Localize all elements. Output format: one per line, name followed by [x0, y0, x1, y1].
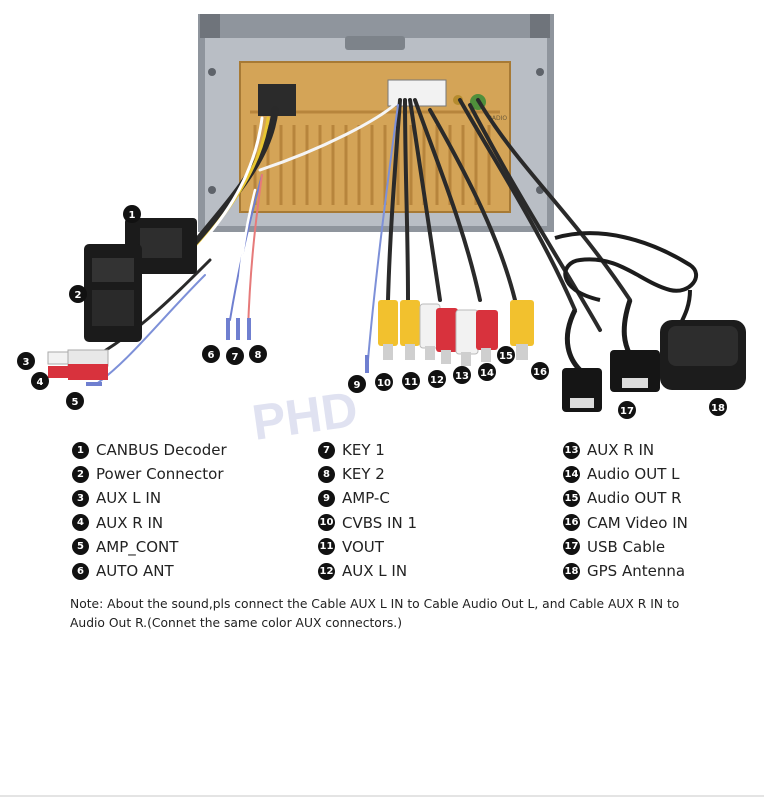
- callout-13: 13: [455, 371, 469, 382]
- small-wire-ends: [86, 318, 369, 386]
- canbus-decoder: [125, 218, 197, 274]
- callout-9: 9: [354, 380, 361, 391]
- legend-number: 2: [72, 465, 89, 483]
- legend-item: 15 Audio OUT R: [563, 486, 688, 510]
- callout-4: 4: [37, 377, 44, 388]
- legend-number: 11: [318, 538, 335, 556]
- callout-2: 2: [75, 290, 82, 301]
- legend-label: CAM Video IN: [587, 513, 688, 532]
- legend-label: AMP_CONT: [96, 537, 179, 556]
- legend-label: AUX R IN: [96, 513, 164, 532]
- legend-number: 6: [72, 562, 89, 580]
- legend-number: 8: [318, 465, 335, 483]
- callout-3: 3: [23, 357, 30, 368]
- legend-number: 3: [72, 489, 89, 507]
- callout-badges: 1 2 3 4 5 6 7 8 9 10 11 12 13 14 15 16 1…: [17, 205, 727, 419]
- legend-label: AMP-C: [342, 489, 390, 508]
- legend-item: 17 USB Cable: [563, 535, 688, 559]
- legend-item: 6 AUTO ANT: [72, 559, 227, 583]
- legend-item: 14 Audio OUT L: [563, 462, 688, 486]
- callout-10: 10: [377, 378, 391, 389]
- callout-5: 5: [72, 397, 79, 408]
- legend-label: USB Cable: [587, 537, 666, 556]
- legend-item: 11 VOUT: [318, 535, 417, 559]
- legend-column-1: 1 CANBUS Decoder 2 Power Connector 3 AUX L …: [72, 438, 227, 583]
- legend-number: 17: [563, 538, 580, 556]
- legend-number: 13: [563, 441, 580, 459]
- legend-label: VOUT: [342, 537, 384, 556]
- legend-item: 5 AMP_CONT: [72, 535, 227, 559]
- legend-item: 16 CAM Video IN: [563, 511, 688, 535]
- legend-number: 5: [72, 538, 89, 556]
- legend-number: 15: [563, 489, 580, 507]
- legend-label: CVBS IN 1: [342, 513, 418, 532]
- bottom-divider: [0, 795, 764, 797]
- legend-number: 4: [72, 514, 89, 532]
- callout-18: 18: [711, 403, 725, 414]
- legend-label: GPS Antenna: [587, 562, 686, 581]
- legend-label: AUX L IN: [96, 489, 162, 508]
- power-connector: [84, 244, 142, 342]
- legend-label: Audio OUT L: [587, 465, 680, 484]
- usb-cables: [562, 299, 660, 412]
- rca-plugs: [378, 300, 534, 366]
- legend-number: 12: [318, 562, 335, 580]
- callout-8: 8: [255, 350, 262, 361]
- gps-antenna: [554, 231, 746, 390]
- callout-14: 14: [480, 368, 494, 379]
- legend-item: 4 AUX R IN: [72, 511, 227, 535]
- legend-item: 18 GPS Antenna: [563, 559, 688, 583]
- legend-item: 13 AUX R IN: [563, 438, 688, 462]
- callout-1: 1: [129, 210, 136, 221]
- aux-in-plugs: [47, 349, 109, 380]
- wiring-diagram: RADIO: [17, 14, 746, 419]
- legend-number: 10: [318, 514, 335, 532]
- callout-6: 6: [208, 350, 215, 361]
- legend-number: 1: [72, 441, 89, 459]
- callout-16: 16: [533, 367, 547, 378]
- panel-print: RADIO: [488, 115, 507, 122]
- legend-number: 18: [563, 562, 580, 580]
- callout-17: 17: [620, 406, 634, 417]
- legend-label: KEY 2: [342, 465, 385, 484]
- legend-label: AUX R IN: [587, 441, 655, 460]
- legend-item: 3 AUX L IN: [72, 486, 227, 510]
- legend-item: 10 CVBS IN 1: [318, 511, 417, 535]
- callout-12: 12: [430, 375, 444, 386]
- legend-label: KEY 1: [342, 441, 385, 460]
- legend-label: AUTO ANT: [96, 562, 174, 581]
- legend-column-3: 13 AUX R IN 14 Audio OUT L 15 Audio OUT R 1…: [563, 438, 688, 583]
- legend-item: 7 KEY 1: [318, 438, 417, 462]
- legend-label: CANBUS Decoder: [96, 441, 227, 460]
- legend-label: Audio OUT R: [587, 489, 682, 508]
- legend-item: 9 AMP-C: [318, 486, 417, 510]
- legend-number: 7: [318, 441, 335, 459]
- callout-15: 15: [499, 351, 513, 362]
- legend-item: 2 Power Connector: [72, 462, 227, 486]
- callout-11: 11: [404, 377, 418, 388]
- legend-number: 9: [318, 489, 335, 507]
- legend-number: 14: [563, 465, 580, 483]
- legend-item: 12 AUX L IN: [318, 559, 417, 583]
- legend-label: AUX L IN: [342, 562, 408, 581]
- legend-item: 8 KEY 2: [318, 462, 417, 486]
- legend-label: Power Connector: [96, 465, 224, 484]
- legend-number: 16: [563, 514, 580, 532]
- note-text: Note: About the sound,pls connect the Ca…: [70, 597, 680, 630]
- legend-item: 1 CANBUS Decoder: [72, 438, 227, 462]
- callout-7: 7: [232, 352, 239, 363]
